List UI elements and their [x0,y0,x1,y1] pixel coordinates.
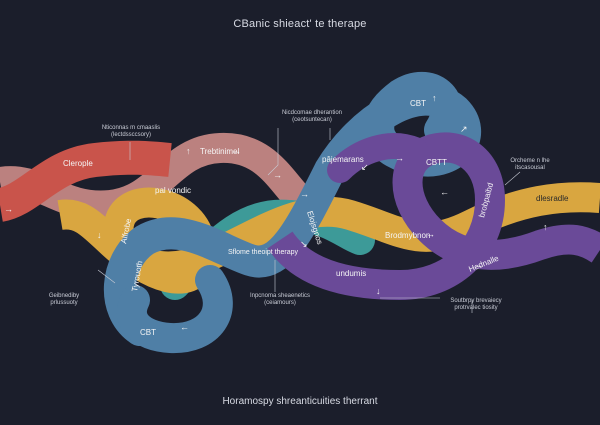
leader-lines [97,128,521,313]
arrow-icon: ↓ [97,230,102,240]
leader-line [97,269,116,284]
ribbon-red [0,140,172,222]
arrow-icon: ↑ [432,93,437,103]
label-blue-a: pâjemarans [322,155,364,164]
ribbon-labels: Clerople Trebtinimel pal vondic Alfrobe … [63,99,569,337]
annotation-right: Orcheme n lhe itscasousal [500,158,560,172]
arrow-icon: → [426,229,435,239]
leader-line [504,171,521,186]
annotation-text: Soutbrpy brevaiecy protrvalec tiosity [450,298,502,311]
label-gold-a: pal vondic [155,186,191,195]
arrow-icon: ↓ [376,286,381,296]
ribbon-purple-upper [327,133,428,183]
label-purple-c: undumis [336,269,366,278]
label-blue-d: CBT [140,328,156,337]
arrow-icon: ↘ [300,239,308,249]
arrow-icon: ↗ [460,124,468,134]
label-purple-a: CBTT [426,158,447,167]
arrow-icon: ↑ [186,146,191,156]
ribbon-purple [267,132,600,301]
annotation-bottom-center: Inpcnoma sheaenetics (ceiamours) [240,293,320,307]
annotation-top-center: Nicdcomae dherantion (ceotsuntecan) [272,110,352,124]
arrow-icon: → [300,189,309,199]
ribbon-blue-lower [117,265,233,354]
arrow-icon: → [474,260,483,270]
annotation-text: Nicdcomae dherantion (ceotsuntecan) [281,110,343,123]
annotation-top-left: Nticonnas m cmaaslis (lectdssccsory) [96,125,166,139]
arrow-icon: ↙ [361,162,369,172]
annotation-text: Inpcnoma sheaenetics (ceiamours) [249,293,311,306]
ribbon-blue [104,71,482,346]
arrow-icon: ← [440,187,449,197]
annotation-text: Orcheme n lhe itscasousal [510,158,550,171]
arrow-icon: → [4,204,13,214]
annotation-bottom-left: Geibnediby prlussuoty [34,293,94,307]
annotation-bottom-right: Soutbrpy brevaiecy protrvalec tiosity [436,298,516,312]
label-gold-right: dlesradle [536,194,569,203]
ribbon-arrows: → ↑ → ↓ ↘ → ↑ ↗ ↙ → ← ↓ → ↑ → ← → [4,93,548,332]
annotation-text: Nticonnas m cmaaslis (lectdssccsory) [101,125,161,138]
arrow-icon: → [232,146,241,156]
arrow-icon: ↑ [543,222,548,232]
leader-line [267,128,279,176]
diagram-footer: Horamospy shreanticuities therrant [222,396,378,407]
label-gold-c: Brodmybnon [385,231,430,240]
arrow-icon: → [273,170,282,180]
arrow-icon: ← [180,322,189,332]
annotation-text: Geibnediby prlussuoty [48,293,80,306]
label-blue-c: Sflome theoipt therapy [228,249,299,256]
label-pink: Trebtinimel [200,147,239,156]
arrow-icon: → [395,153,404,163]
diagram-title: CBanic shieact' te therape [233,18,367,30]
label-red: Clerople [63,159,93,168]
label-teal: CBT [410,99,426,108]
